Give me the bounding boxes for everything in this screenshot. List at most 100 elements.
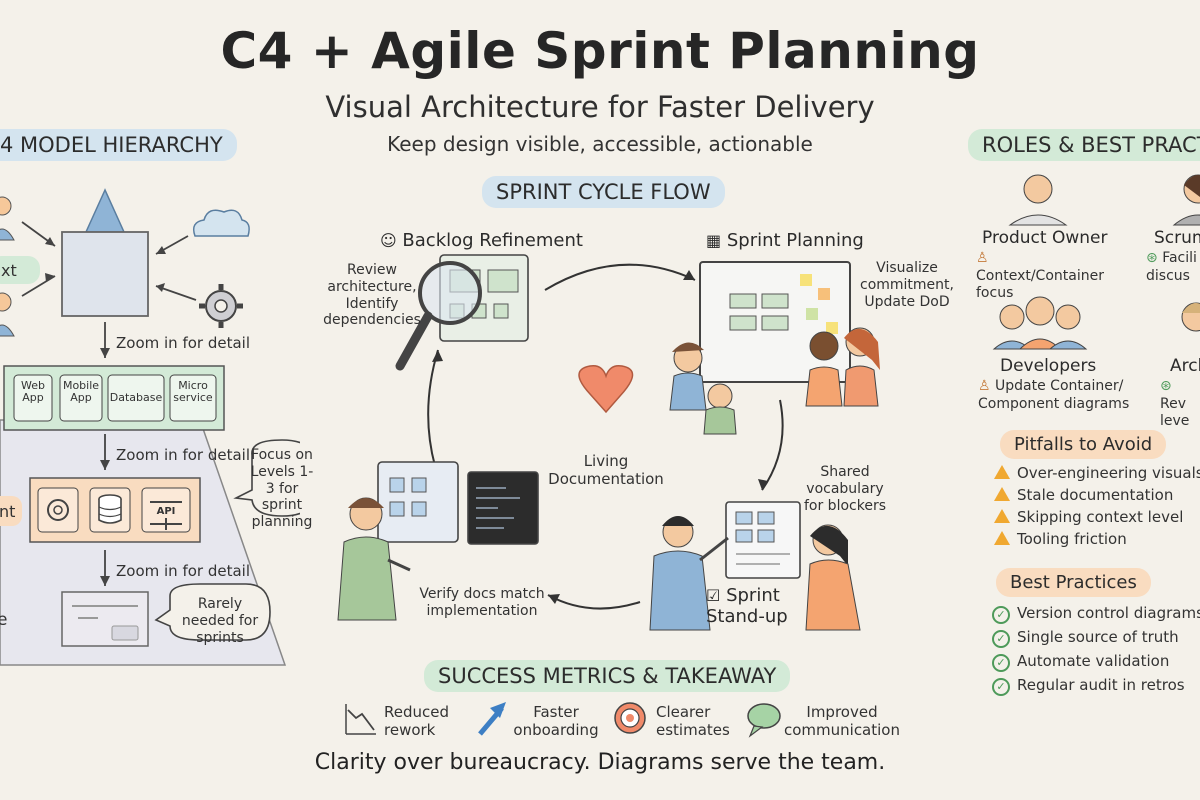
container-web-app: Web App	[21, 379, 45, 405]
developers-avatar	[992, 296, 1088, 350]
metrics-icons	[345, 702, 781, 738]
practice-item: ✓Version control diagrams as	[992, 604, 1200, 624]
warning-icon	[994, 465, 1010, 479]
pitfall-item: Skipping context level	[994, 508, 1183, 526]
rarely-callout-text: Rarely needed for sprints	[181, 596, 259, 646]
metric-reduced-rework: Reduced rework	[384, 703, 450, 739]
pitfall-item: Over-engineering visuals	[994, 464, 1200, 482]
check-circle-icon: ✓	[992, 606, 1010, 624]
role-scrum: Scrum	[1154, 228, 1200, 248]
container-label-fragment: nt	[0, 502, 16, 521]
hierarchy-heading: 4 MODEL HIERARCHY	[0, 129, 237, 161]
practice-item: ✓Single source of truth	[992, 628, 1179, 648]
sprint-cycle-diagram	[337, 254, 880, 631]
page-subtitle: Visual Architecture for Faster Delivery	[325, 90, 875, 124]
check-circle-icon: ✓	[992, 654, 1010, 672]
metrics-heading: SUCCESS METRICS & TAKEAWAY	[424, 660, 791, 692]
planning-team	[669, 327, 880, 435]
code-label-fragment: e	[0, 610, 8, 630]
person-outline-icon: ♙	[976, 250, 989, 266]
arrow-planning-to-standup	[761, 399, 784, 491]
cycle-heading: SPRINT CYCLE FLOW	[482, 176, 725, 208]
review-developer	[337, 497, 411, 621]
checkbox-icon: ☑	[706, 586, 721, 605]
product-owner-avatar	[1008, 174, 1068, 226]
api-icon	[150, 501, 182, 530]
planning-description: Visualize commitment, Update DoD	[860, 260, 954, 310]
target-icon	[614, 702, 646, 734]
zoom-label-1: Zoom in for detail	[116, 334, 251, 352]
zoom-label-3: Zoom in for detail	[116, 562, 251, 580]
warning-icon	[994, 487, 1010, 501]
hierarchy-diagram	[0, 188, 300, 666]
warning-icon	[994, 509, 1010, 523]
takeaway-text: Clarity over bureaucracy. Diagrams serve…	[314, 750, 886, 775]
architect-avatar	[1181, 302, 1200, 332]
page-tagline: Keep design visible, accessible, actiona…	[387, 132, 813, 156]
heart-icon	[578, 364, 634, 414]
container-micro-service: Micro service	[173, 379, 213, 405]
pitfalls-heading: Pitfalls to Avoid	[1000, 430, 1167, 459]
database-icon	[98, 494, 122, 524]
review-description: Verify docs match implementation	[419, 586, 545, 619]
zoom-label-2: Zoom in for detail	[116, 446, 251, 464]
standup-team	[649, 516, 861, 631]
arrow-review-to-backlog	[427, 349, 439, 467]
pitfall-item: Tooling friction	[994, 530, 1127, 548]
role-product-owner-desc: ♙ Context/Container focus	[976, 250, 1104, 301]
sprint-planning-title: ▦ Sprint Planning	[706, 230, 864, 251]
pitfall-item: Stale documentation	[994, 486, 1173, 504]
metric-faster-onboarding: Faster onboarding	[513, 703, 599, 739]
best-practices-heading: Best Practices	[996, 568, 1151, 597]
role-developers: Developers	[1000, 356, 1097, 376]
gear-icon	[199, 284, 243, 328]
person-icon	[0, 292, 12, 312]
code-monitor	[467, 471, 539, 545]
container-database: Database	[109, 391, 163, 404]
role-scrum-desc: ⊛ Facili discus	[1146, 250, 1197, 284]
code-level-box	[61, 591, 149, 647]
triangle-icon	[84, 188, 126, 233]
role-developers-desc: ♙ Update Container/ Component diagrams	[978, 378, 1130, 412]
scrum-avatar	[1172, 174, 1200, 226]
arrow-up-icon	[478, 702, 506, 736]
check-circle-icon: ✓	[992, 630, 1010, 648]
role-architect-desc: ⊛ Rev leve	[1160, 378, 1190, 429]
practice-item: ✓Automate validation	[992, 652, 1169, 672]
role-product-owner: Product Owner	[982, 228, 1108, 248]
roles-heading: ROLES & BEST PRACTI	[968, 129, 1200, 161]
arrow-backlog-to-planning	[544, 263, 696, 291]
roles-avatars	[992, 174, 1200, 350]
context-label-fragment: xt	[1, 261, 17, 280]
speech-bubble-icon	[747, 703, 781, 738]
metric-clearer-estimates: Clearer estimates	[656, 703, 730, 739]
trend-down-icon	[345, 704, 376, 735]
focus-callout-bubble	[233, 439, 300, 517]
focus-callout-text: Focus on Levels 1-3 for sprint planning	[250, 447, 314, 531]
magnifier-icon	[395, 261, 482, 371]
metric-improved-communication: Improved communication	[783, 703, 900, 739]
cloud-icon	[192, 209, 250, 237]
smiley-icon: ☺	[380, 231, 397, 250]
role-architect: Arch	[1170, 356, 1200, 376]
page-title: C4 + Agile Sprint Planning	[220, 22, 980, 80]
standup-description: Shared vocabulary for blockers	[803, 464, 886, 514]
check-circle-icon: ✓	[992, 678, 1010, 696]
sprint-standup-title: ☑ Sprint Stand-up	[706, 585, 788, 627]
person-icon	[0, 196, 12, 216]
rarely-callout-bubble	[154, 583, 271, 641]
backlog-description: Review architecture, Identify dependenci…	[323, 262, 421, 329]
living-documentation-label: Living Documentation	[548, 452, 664, 488]
backlog-refinement-title: ☺ Backlog Refinement	[380, 230, 583, 251]
system-context-box	[61, 231, 149, 317]
practice-item: ✓Regular audit in retros	[992, 676, 1185, 696]
check-circle-icon: ⊛	[1160, 378, 1172, 394]
check-circle-icon: ⊛	[1146, 250, 1158, 266]
container-mobile-app: Mobile App	[62, 379, 100, 405]
api-label: API	[156, 506, 176, 517]
calendar-icon: ▦	[706, 231, 722, 250]
component-gear-icon	[47, 499, 69, 521]
warning-icon	[994, 531, 1010, 545]
person-outline-icon: ♙	[978, 378, 991, 394]
arrow-standup-to-review	[547, 594, 641, 610]
